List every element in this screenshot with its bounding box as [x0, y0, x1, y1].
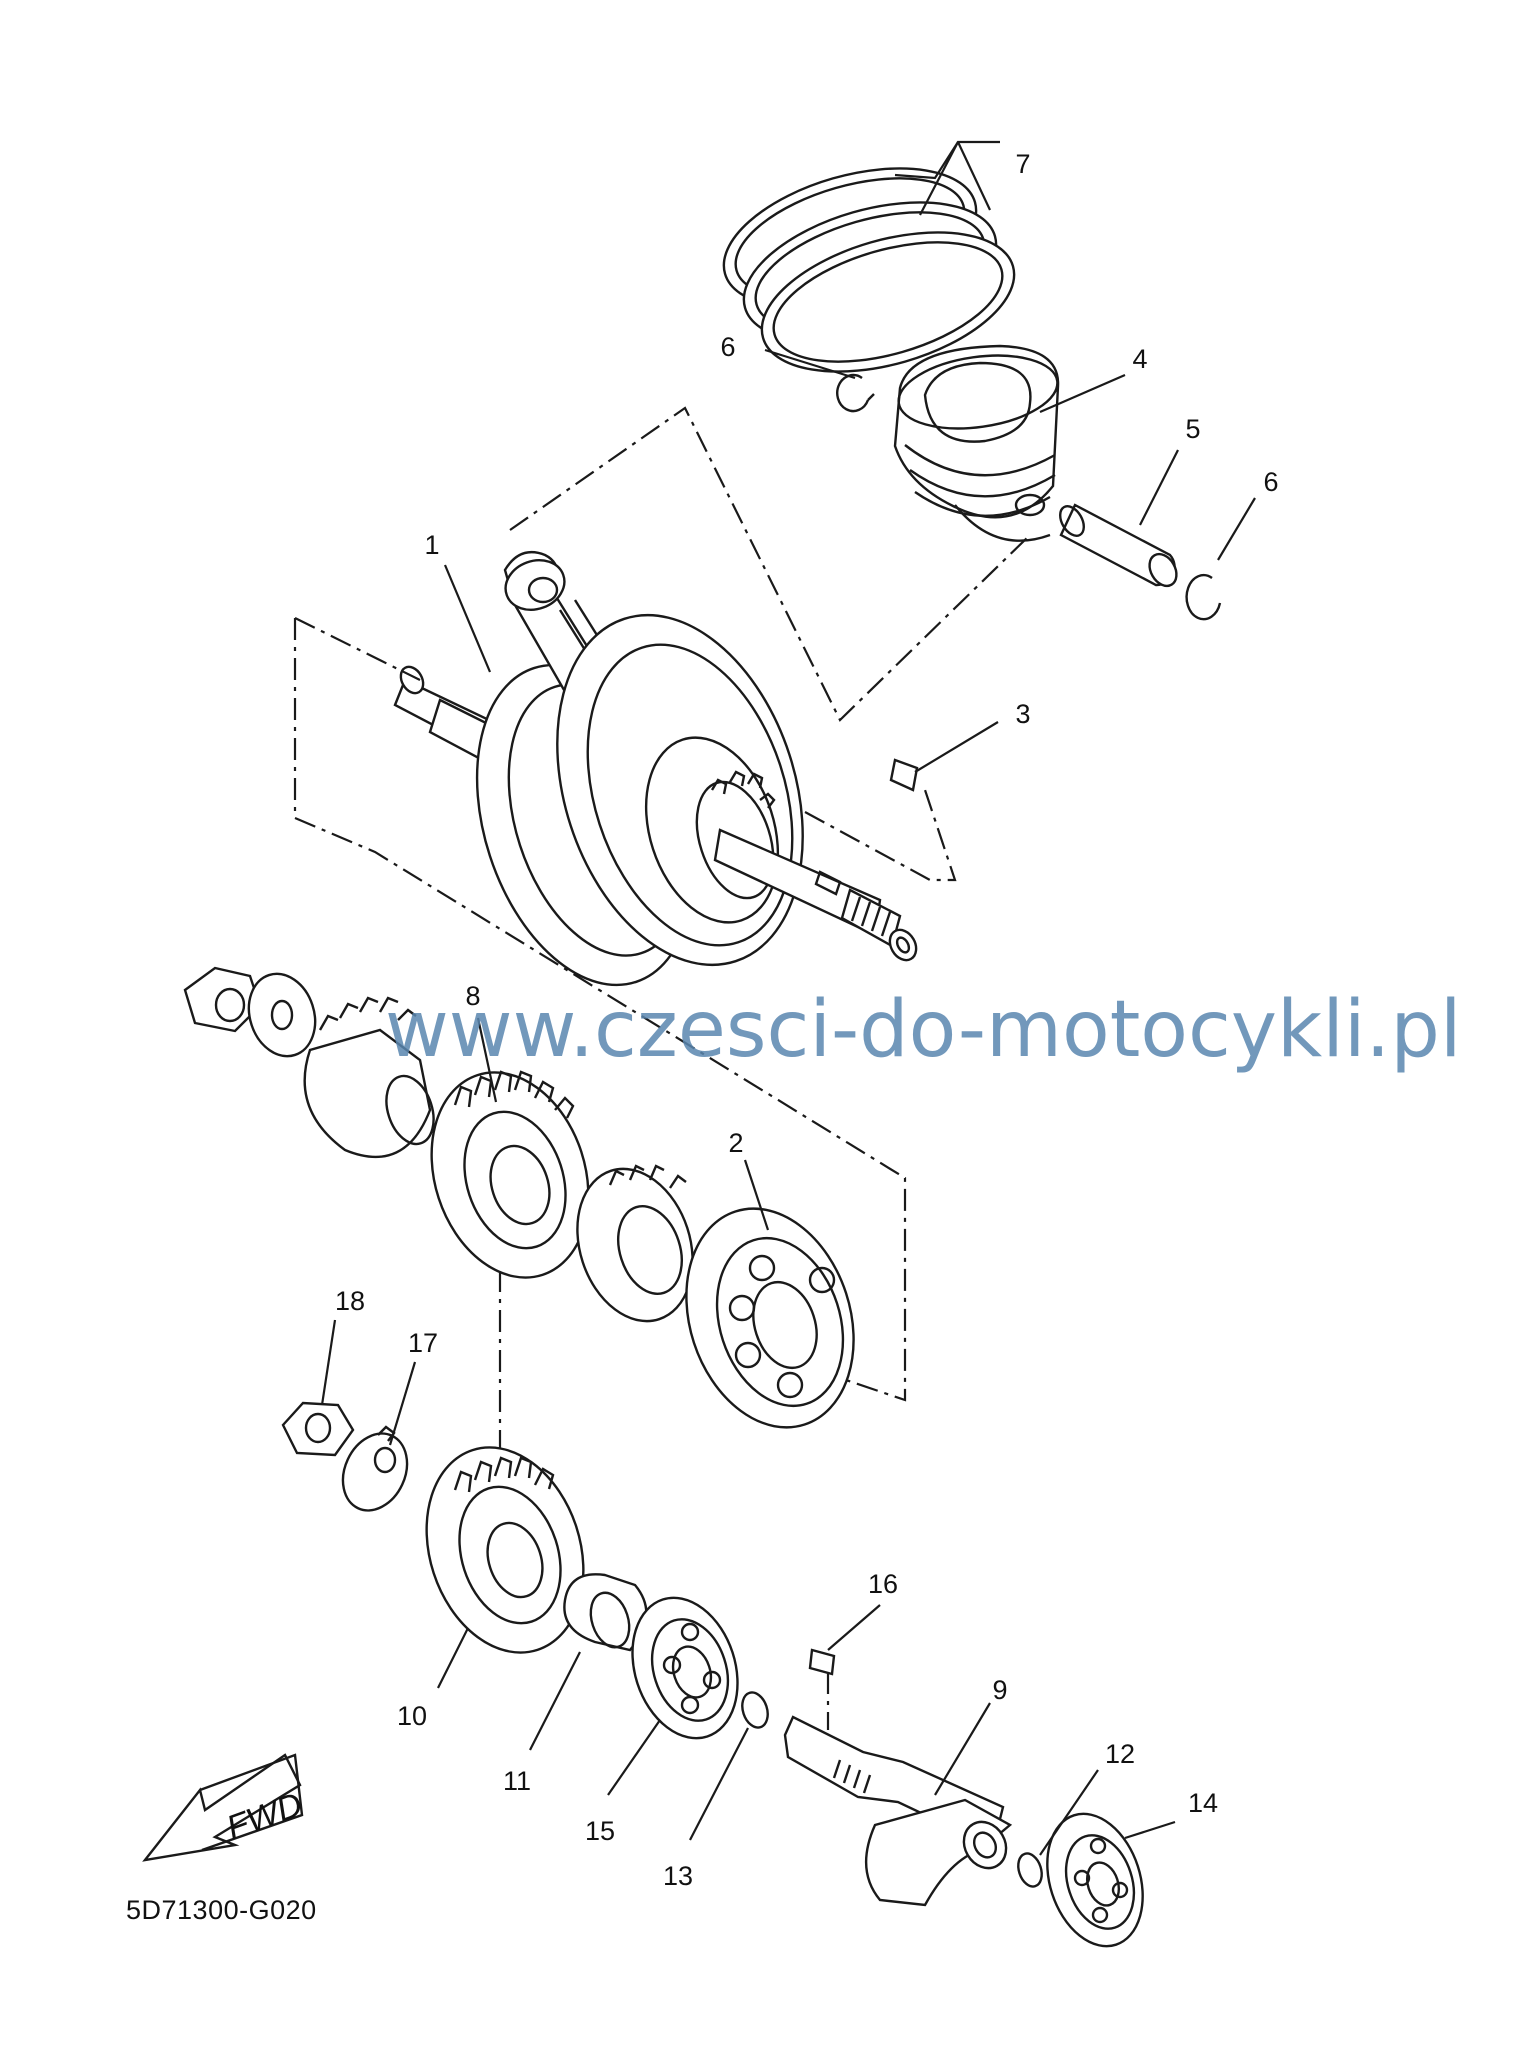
- nut-washer-gear-group: [183, 966, 435, 1159]
- forward-direction-arrow: FWD: [142, 1753, 307, 1862]
- piston-pin-clip-right: [1185, 573, 1222, 621]
- o-ring-13: [741, 1691, 769, 1729]
- callout-14: 14: [1188, 1788, 1218, 1818]
- callout-7: 7: [1015, 149, 1030, 179]
- callout-18: 18: [335, 1286, 365, 1316]
- callout-13: 13: [663, 1861, 693, 1891]
- balancer-key: [808, 1648, 836, 1676]
- callout-4: 4: [1132, 344, 1147, 374]
- callout-1: 1: [424, 530, 439, 560]
- callout-9: 9: [992, 1675, 1007, 1705]
- callout-10: 10: [397, 1701, 427, 1731]
- crankshaft-assembly: [393, 550, 918, 987]
- leader-lines: [320, 140, 1256, 1856]
- woodruff-key: [889, 758, 919, 792]
- balancer-nut: [281, 1401, 355, 1457]
- callout-11: 11: [503, 1766, 531, 1796]
- piston-pin-clip: [836, 373, 875, 413]
- callout-2: 2: [728, 1128, 743, 1158]
- piston-pin: [1059, 503, 1178, 588]
- timing-sprocket: [576, 1164, 694, 1323]
- callout-labels: 7 6 4 5 6 1 3 8 2 18 17 16 9 10 12 11 14…: [335, 149, 1279, 1891]
- balancer-bearing-right: [1046, 1812, 1144, 1948]
- callout-17: 17: [408, 1328, 438, 1358]
- callout-6-right: 6: [1263, 467, 1278, 497]
- callout-3: 3: [1015, 699, 1030, 729]
- piston: [893, 344, 1060, 542]
- balancer-shaft: [783, 1715, 1013, 1907]
- piston-rings: [722, 167, 1016, 373]
- drawing-code: 5D71300-G020: [126, 1895, 317, 1925]
- watermark-text: www.czesci-do-motocykli.pl: [385, 985, 1462, 1075]
- callout-12: 12: [1105, 1739, 1135, 1769]
- callout-15: 15: [585, 1816, 615, 1846]
- balancer-driven-gear: [425, 1446, 585, 1654]
- balancer-bearing-left: [631, 1596, 739, 1740]
- callout-8: 8: [465, 981, 480, 1011]
- balancer-drive-gear: [430, 1070, 590, 1279]
- callout-16: 16: [868, 1569, 898, 1599]
- assembly-dashed-lines: [293, 406, 1031, 1730]
- callout-6-upper: 6: [720, 332, 735, 362]
- o-ring-12: [1017, 1852, 1043, 1888]
- lock-washer: [341, 1425, 409, 1512]
- callout-5: 5: [1185, 414, 1200, 444]
- crank-bearing: [685, 1207, 855, 1429]
